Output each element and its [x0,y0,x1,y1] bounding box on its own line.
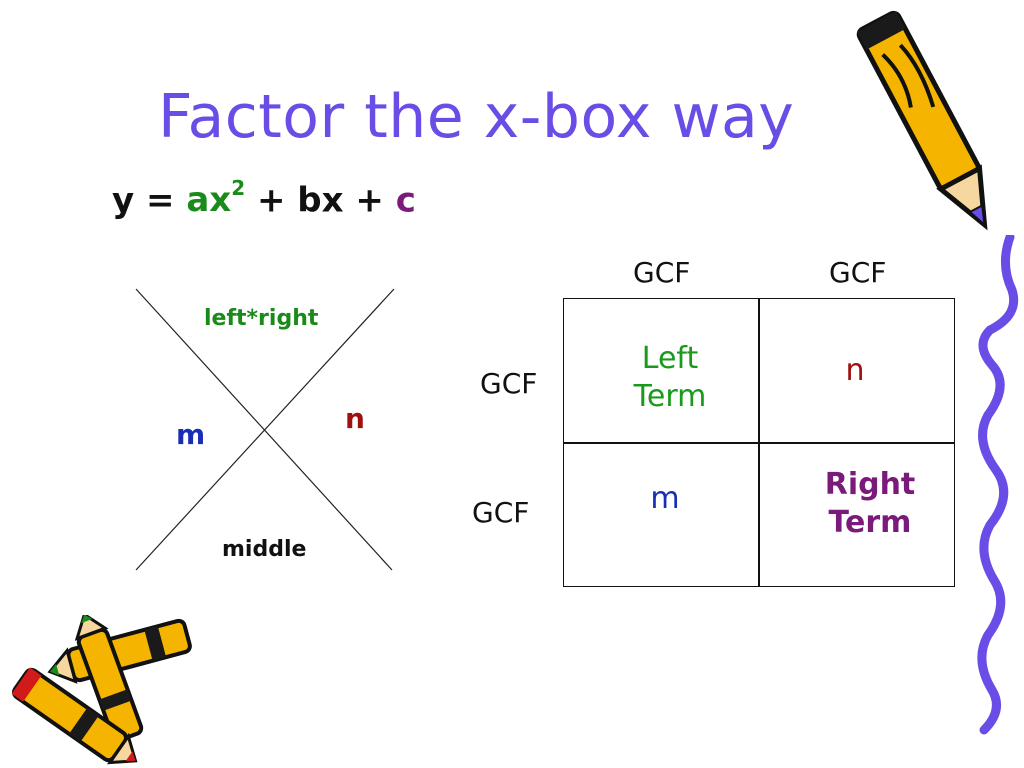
grid-horizontal-divider [563,442,955,444]
x-left-label: m [176,418,206,451]
equation-c: c [395,180,416,221]
cell-bottom-left-m: m [650,481,680,516]
cell-right-term: Right Term [824,467,916,540]
crayons-clipart-icon [11,615,192,765]
squiggle-border-icon [977,235,1019,735]
slide-title: Factor the x-box way [158,82,795,152]
row-header-gcf-2: GCF [472,496,530,529]
equation-y: y = [112,180,187,221]
column-header-gcf-1: GCF [633,256,691,289]
cell-top-right-n: n [845,353,865,388]
equation-ax: ax2 [186,176,246,221]
x-diagram [135,288,395,571]
pencil-clipart-icon [856,10,988,231]
column-header-gcf-2: GCF [829,256,887,289]
cell-left-term: Left Term [633,341,707,414]
equation-middle: + bx + [245,180,396,221]
equation-exponent: 2 [231,176,246,200]
row-header-gcf-1: GCF [480,367,538,400]
quadratic-equation: y = ax2 + bx + c [112,176,416,221]
x-bottom-label: middle [222,537,307,562]
x-right-label: n [345,402,365,435]
x-top-label: left*right [204,306,319,331]
